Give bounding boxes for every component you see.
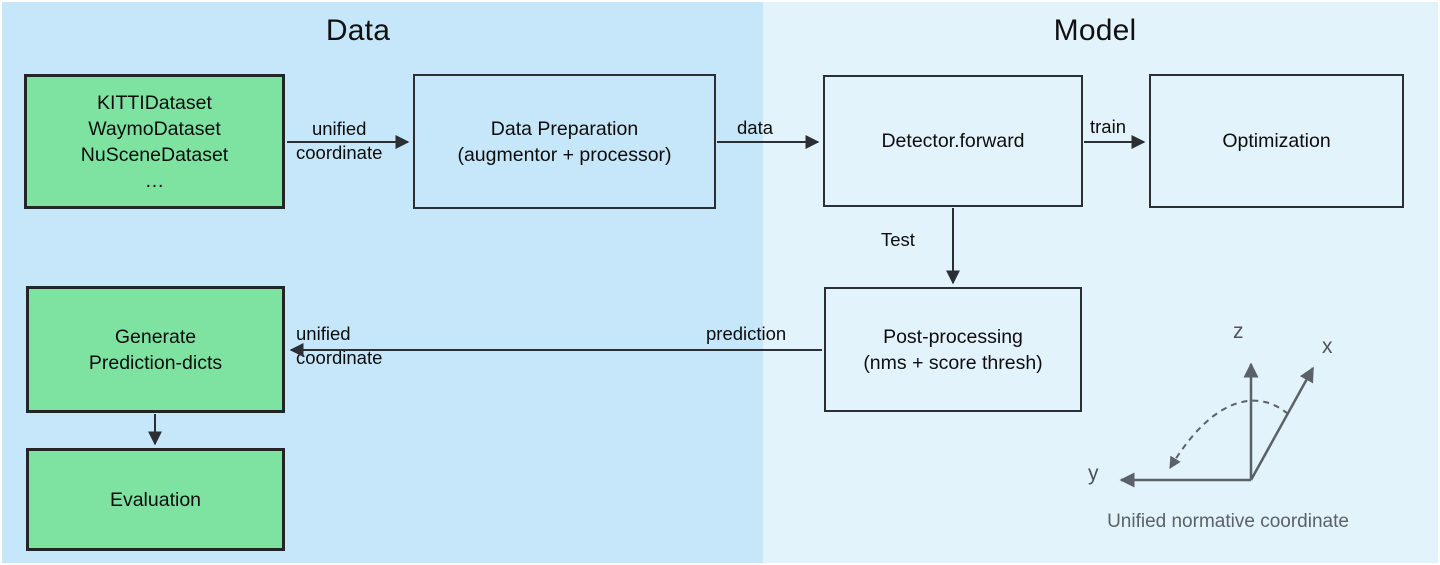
- node-datasets[interactable]: KITTIDataset WaymoDataset NuSceneDataset…: [24, 74, 285, 209]
- node-evaluation[interactable]: Evaluation: [26, 448, 285, 551]
- coordinate-caption: Unified normative coordinate: [1107, 511, 1349, 532]
- node-generate-prediction-dicts[interactable]: Generate Prediction-dicts: [26, 286, 285, 413]
- edge-label-train: train: [1090, 116, 1126, 137]
- node-data-preparation[interactable]: Data Preparation (augmentor + processor): [413, 74, 716, 209]
- coordinate-axis-x-label: x: [1322, 335, 1333, 358]
- node-optimization[interactable]: Optimization: [1149, 74, 1404, 208]
- node-detector-forward[interactable]: Detector.forward: [823, 75, 1083, 207]
- edge-label-unified-coordinate-top: unified coordinate: [296, 118, 383, 163]
- edge-label-data: data: [737, 117, 774, 138]
- data-section-title: Data: [325, 14, 391, 47]
- model-section-background: [763, 2, 1438, 563]
- coordinate-axis-y-label: y: [1088, 462, 1099, 485]
- edge-label-test: Test: [881, 229, 915, 250]
- edge-label-prediction: prediction: [706, 323, 787, 344]
- coordinate-axis-z-label: z: [1233, 320, 1244, 343]
- node-post-processing[interactable]: Post-processing (nms + score thresh): [824, 287, 1082, 412]
- model-section-title: Model: [1053, 14, 1137, 47]
- edge-label-unified-coordinate-bottom: unified coordinate: [296, 323, 383, 368]
